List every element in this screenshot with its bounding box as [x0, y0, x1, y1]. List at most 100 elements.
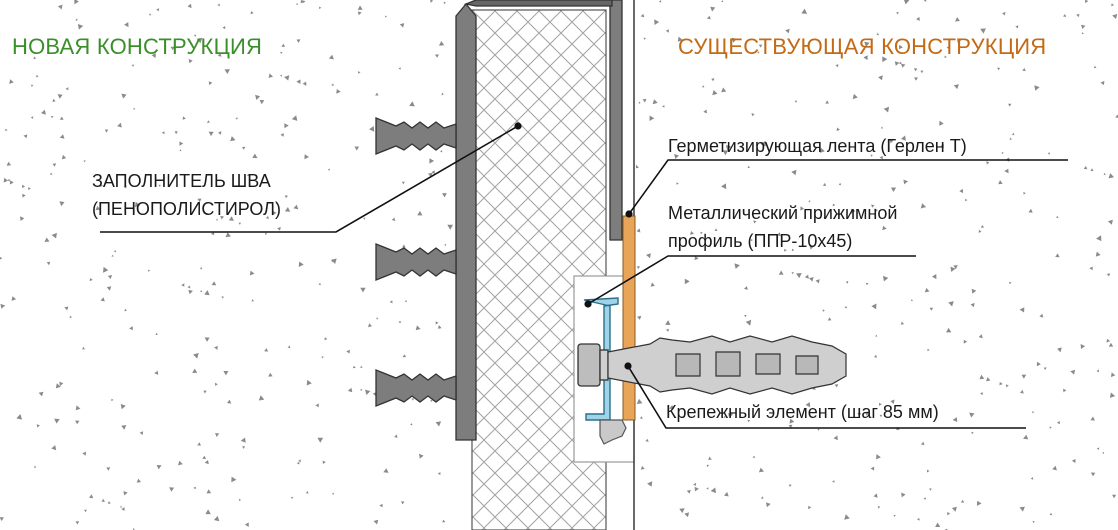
concrete-speckle	[980, 28, 986, 34]
concrete-speckle	[16, 414, 23, 420]
concrete-speckle	[946, 327, 952, 333]
concrete-speckle	[0, 256, 3, 260]
concrete-speckle	[1095, 251, 1101, 257]
concrete-speckle	[280, 74, 283, 77]
concrete-speckle	[957, 38, 962, 43]
concrete-speckle	[1076, 13, 1080, 18]
concrete-speckle	[225, 232, 231, 238]
concrete-speckle	[268, 73, 273, 78]
concrete-speckle	[328, 54, 334, 60]
concrete-speckle	[1015, 25, 1019, 29]
concrete-speckle	[857, 413, 862, 417]
concrete-speckle	[227, 399, 232, 404]
concrete-speckle	[75, 405, 81, 411]
concrete-speckle	[399, 23, 405, 28]
concrete-speckle	[796, 273, 802, 279]
profile-dot	[584, 300, 592, 308]
concrete-speckle	[331, 492, 334, 495]
concrete-speckle	[206, 489, 212, 494]
concrete-speckle	[331, 83, 334, 87]
concrete-speckle	[684, 512, 690, 518]
concrete-speckle	[363, 217, 366, 220]
concrete-speckle	[808, 200, 811, 203]
concrete-speckle	[873, 493, 878, 498]
concrete-speckle	[306, 379, 312, 386]
concrete-speckle	[898, 61, 902, 65]
concrete-speckle	[1096, 235, 1102, 242]
concrete-speckle	[805, 402, 811, 408]
concrete-speckle	[863, 55, 868, 61]
concrete-speckle	[747, 419, 751, 423]
concrete-speckle	[980, 392, 983, 396]
concrete-speckle	[640, 465, 645, 470]
concrete-speckle	[776, 232, 781, 237]
concrete-speckle	[706, 15, 711, 20]
new-construction-title: НОВАЯ КОНСТРУКЦИЯ	[12, 34, 263, 59]
concrete-speckle	[890, 399, 895, 404]
concrete-speckle	[784, 248, 787, 252]
concrete-speckle	[101, 498, 105, 502]
concrete-speckle	[151, 53, 156, 58]
concrete-speckle	[879, 155, 883, 160]
concrete-speckle	[822, 182, 827, 186]
concrete-speckle	[850, 208, 856, 214]
concrete-speckle	[874, 208, 878, 213]
concrete-speckle	[169, 487, 175, 492]
concrete-speckle	[57, 4, 63, 10]
concrete-speckle	[981, 225, 985, 228]
concrete-speckle	[896, 12, 899, 15]
concrete-speckle	[250, 11, 254, 15]
concrete-speckle	[1021, 374, 1027, 379]
concrete-speckle	[360, 287, 366, 293]
concrete-speckle	[1111, 372, 1116, 378]
concrete-speckle	[923, 497, 927, 500]
tape-leader	[628, 159, 1068, 215]
concrete-speckle	[368, 323, 372, 328]
concrete-speckle	[1106, 338, 1111, 343]
concrete-speckle	[637, 315, 642, 320]
concrete-speckle	[346, 349, 350, 354]
concrete-speckle	[817, 428, 820, 431]
concrete-speckle	[864, 41, 870, 47]
concrete-speckle	[244, 522, 249, 527]
concrete-speckle	[870, 466, 875, 471]
concrete-speckle	[208, 131, 214, 137]
concrete-speckle	[120, 505, 123, 508]
concrete-speckle	[721, 183, 727, 190]
concrete-speckle	[197, 442, 201, 446]
concrete-speckle	[649, 115, 655, 121]
concrete-speckle	[347, 387, 353, 393]
concrete-speckle	[791, 169, 797, 176]
concrete-speckle	[900, 321, 905, 325]
concrete-speckle	[708, 456, 712, 461]
concrete-speckle	[998, 180, 1003, 185]
concrete-speckle	[121, 425, 127, 430]
concrete-speckle	[1049, 426, 1052, 429]
concrete-speckle	[904, 0, 910, 5]
concrete-speckle	[809, 245, 814, 250]
concrete-speckle	[265, 215, 269, 219]
concrete-speckle	[59, 201, 65, 207]
filler-label-line1: ЗАПОЛНИТЕЛЬ ШВА	[92, 171, 271, 191]
concrete-speckle	[710, 6, 716, 12]
concrete-speckle	[878, 75, 883, 81]
concrete-speckle	[187, 285, 191, 289]
concrete-speckle	[214, 345, 218, 350]
concrete-speckle	[694, 255, 699, 261]
concrete-speckle	[778, 270, 784, 275]
concrete-speckle	[192, 368, 198, 373]
concrete-speckle	[428, 172, 433, 178]
concrete-speckle	[147, 269, 151, 272]
concrete-speckle	[300, 0, 305, 4]
concrete-speckle	[46, 261, 51, 266]
concrete-speckle	[187, 3, 192, 9]
concrete-speckle	[1028, 208, 1033, 213]
concrete-speckle	[200, 290, 203, 293]
concrete-speckle	[202, 455, 207, 459]
concrete-speckle	[89, 277, 93, 282]
concrete-speckle	[658, 0, 662, 3]
concrete-speckle	[215, 218, 219, 221]
concrete-speckle	[1019, 506, 1025, 512]
concrete-speckle	[444, 243, 447, 246]
